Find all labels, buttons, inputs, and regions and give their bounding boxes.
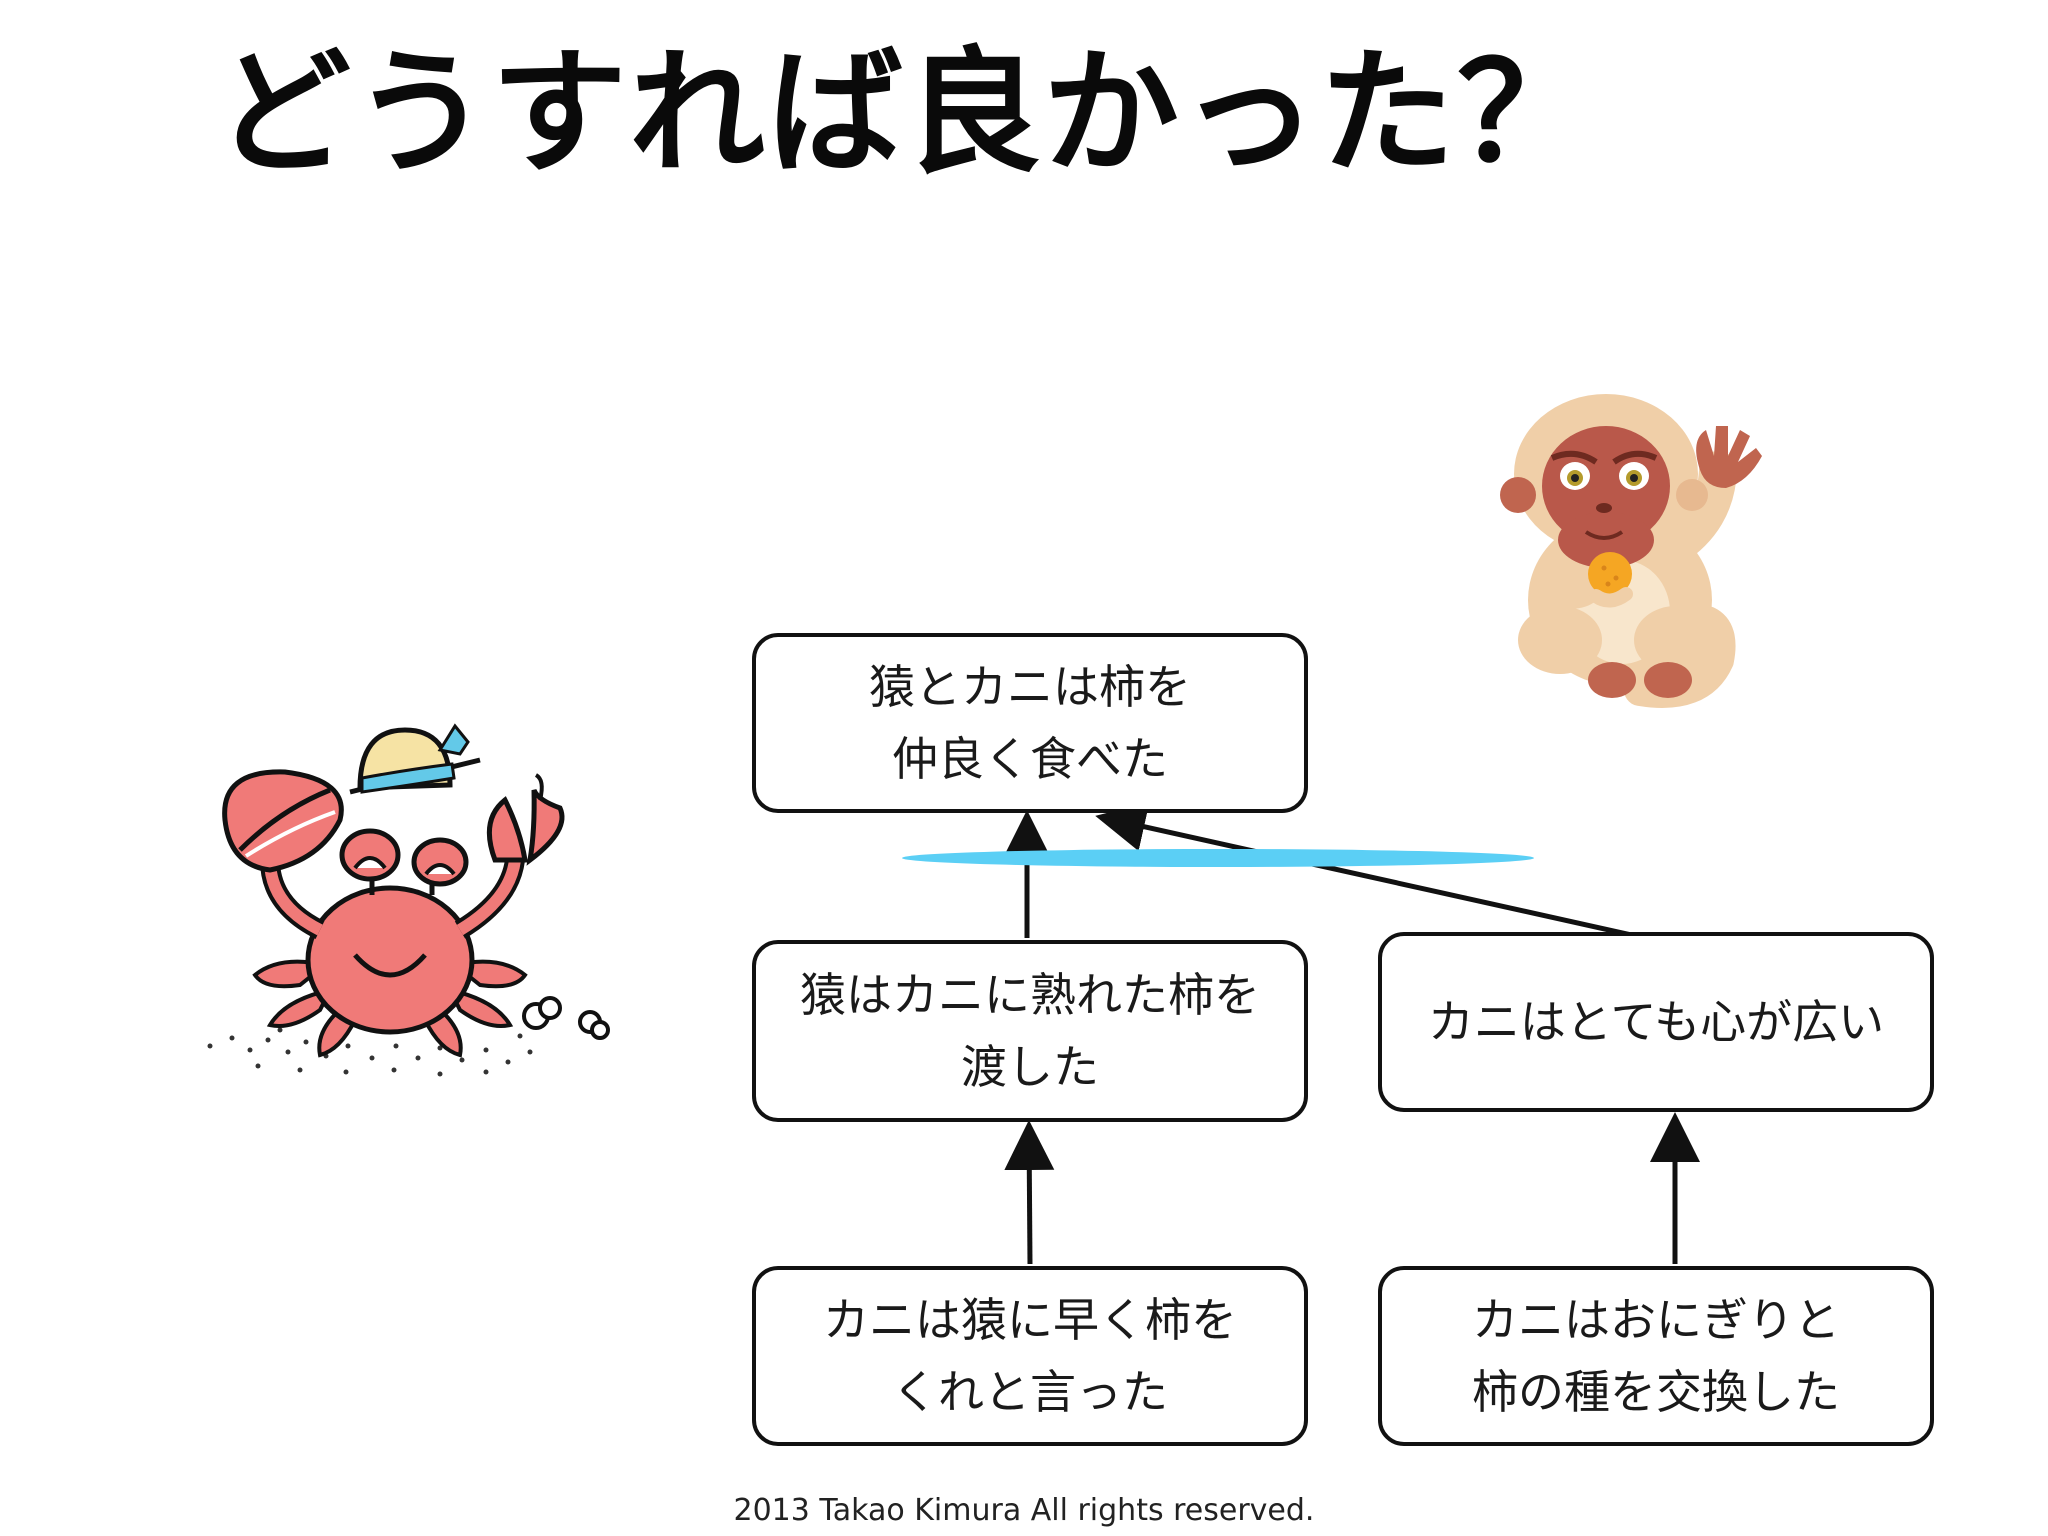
node-traded-riceball-line2: 柿の種を交換した <box>1472 1365 1840 1419</box>
node-traded-riceball-line1: カニはおにぎりと <box>1472 1293 1840 1347</box>
node-traded-riceball: カニはおにぎりと 柿の種を交換した <box>1378 1266 1934 1446</box>
node-asked-quickly-line1: カニは猿に早く柿を <box>823 1293 1237 1347</box>
node-gave-ripe-persimmon-line2: 渡した <box>961 1040 1099 1094</box>
cut-line <box>902 849 1534 867</box>
arrow-right-to-top <box>1095 802 1673 947</box>
monkey-illustration <box>1500 394 1762 708</box>
copyright-footer: 2013 Takao Kimura All rights reserved. <box>733 1493 1315 1528</box>
node-asked-quickly-line2: くれと言った <box>892 1365 1168 1419</box>
node-crab-generous-line1: カニはとても心が広い <box>1427 995 1885 1049</box>
node-ate-together: 猿とカニは柿を 仲良く食べた <box>752 633 1308 813</box>
node-ate-together-line2: 仲良く食べた <box>892 732 1168 786</box>
node-crab-generous: カニはとても心が広い <box>1378 932 1934 1112</box>
node-asked-quickly: カニは猿に早く柿を くれと言った <box>752 1266 1308 1446</box>
slide-title: どうすれば良かった？ <box>215 35 1595 193</box>
node-ate-together-line1: 猿とカニは柿を <box>869 660 1191 714</box>
node-gave-ripe-persimmon-line1: 猿はカニに熟れた柿を <box>800 968 1260 1022</box>
node-gave-ripe-persimmon: 猿はカニに熟れた柿を 渡した <box>752 940 1308 1122</box>
arrow-bl-to-mid <box>1004 1120 1055 1265</box>
crab-illustration <box>207 723 610 1077</box>
